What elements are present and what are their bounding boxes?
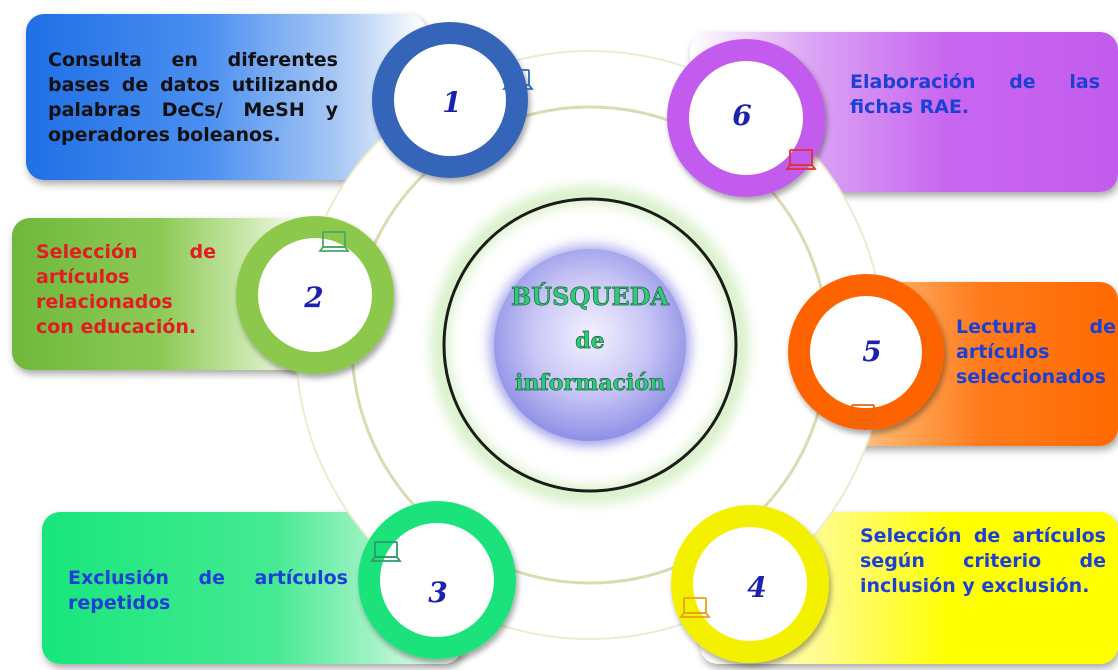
laptop-icon — [847, 404, 879, 425]
step-2-text: Selección de artículos relacionados con … — [36, 241, 216, 338]
laptop-icon — [318, 231, 350, 252]
step-1-ring — [372, 22, 528, 178]
step-2-number: 2 — [303, 281, 323, 314]
step-3-ring — [358, 501, 516, 659]
center-glow — [431, 186, 749, 504]
laptop-icon — [785, 149, 817, 170]
step-1-card: Consulta en diferentes bases de datos ut… — [26, 14, 426, 180]
step-4-number: 4 — [747, 571, 766, 604]
laptop-icon — [370, 541, 402, 562]
step-2-ring — [236, 216, 394, 374]
step-6-text: Elaboración de las fichas RAE. — [850, 71, 1100, 118]
step-3-text: Exclusión de artículos repetidos — [68, 567, 348, 614]
step-5-number: 5 — [862, 335, 881, 368]
step-5-ring — [788, 274, 944, 430]
center-title-line2: de — [575, 328, 604, 354]
step-5-text: Lectura de artículos seleccionados — [956, 316, 1116, 388]
laptop-icon — [502, 69, 534, 90]
center-title-line1: BÚSQUEDA — [511, 282, 669, 311]
step-4-ring — [671, 505, 829, 663]
center-title-line3: información — [515, 370, 665, 396]
step-6-number: 6 — [732, 99, 751, 132]
step-3-number: 3 — [428, 576, 447, 609]
center-border — [442, 197, 738, 493]
step-1-number: 1 — [442, 86, 461, 119]
laptop-icon — [679, 597, 711, 618]
step-4-text: Selección de artículos según criterio de… — [860, 525, 1106, 597]
step-1-text: Consulta en diferentes bases de datos ut… — [48, 49, 338, 146]
step-6-ring — [667, 39, 825, 197]
